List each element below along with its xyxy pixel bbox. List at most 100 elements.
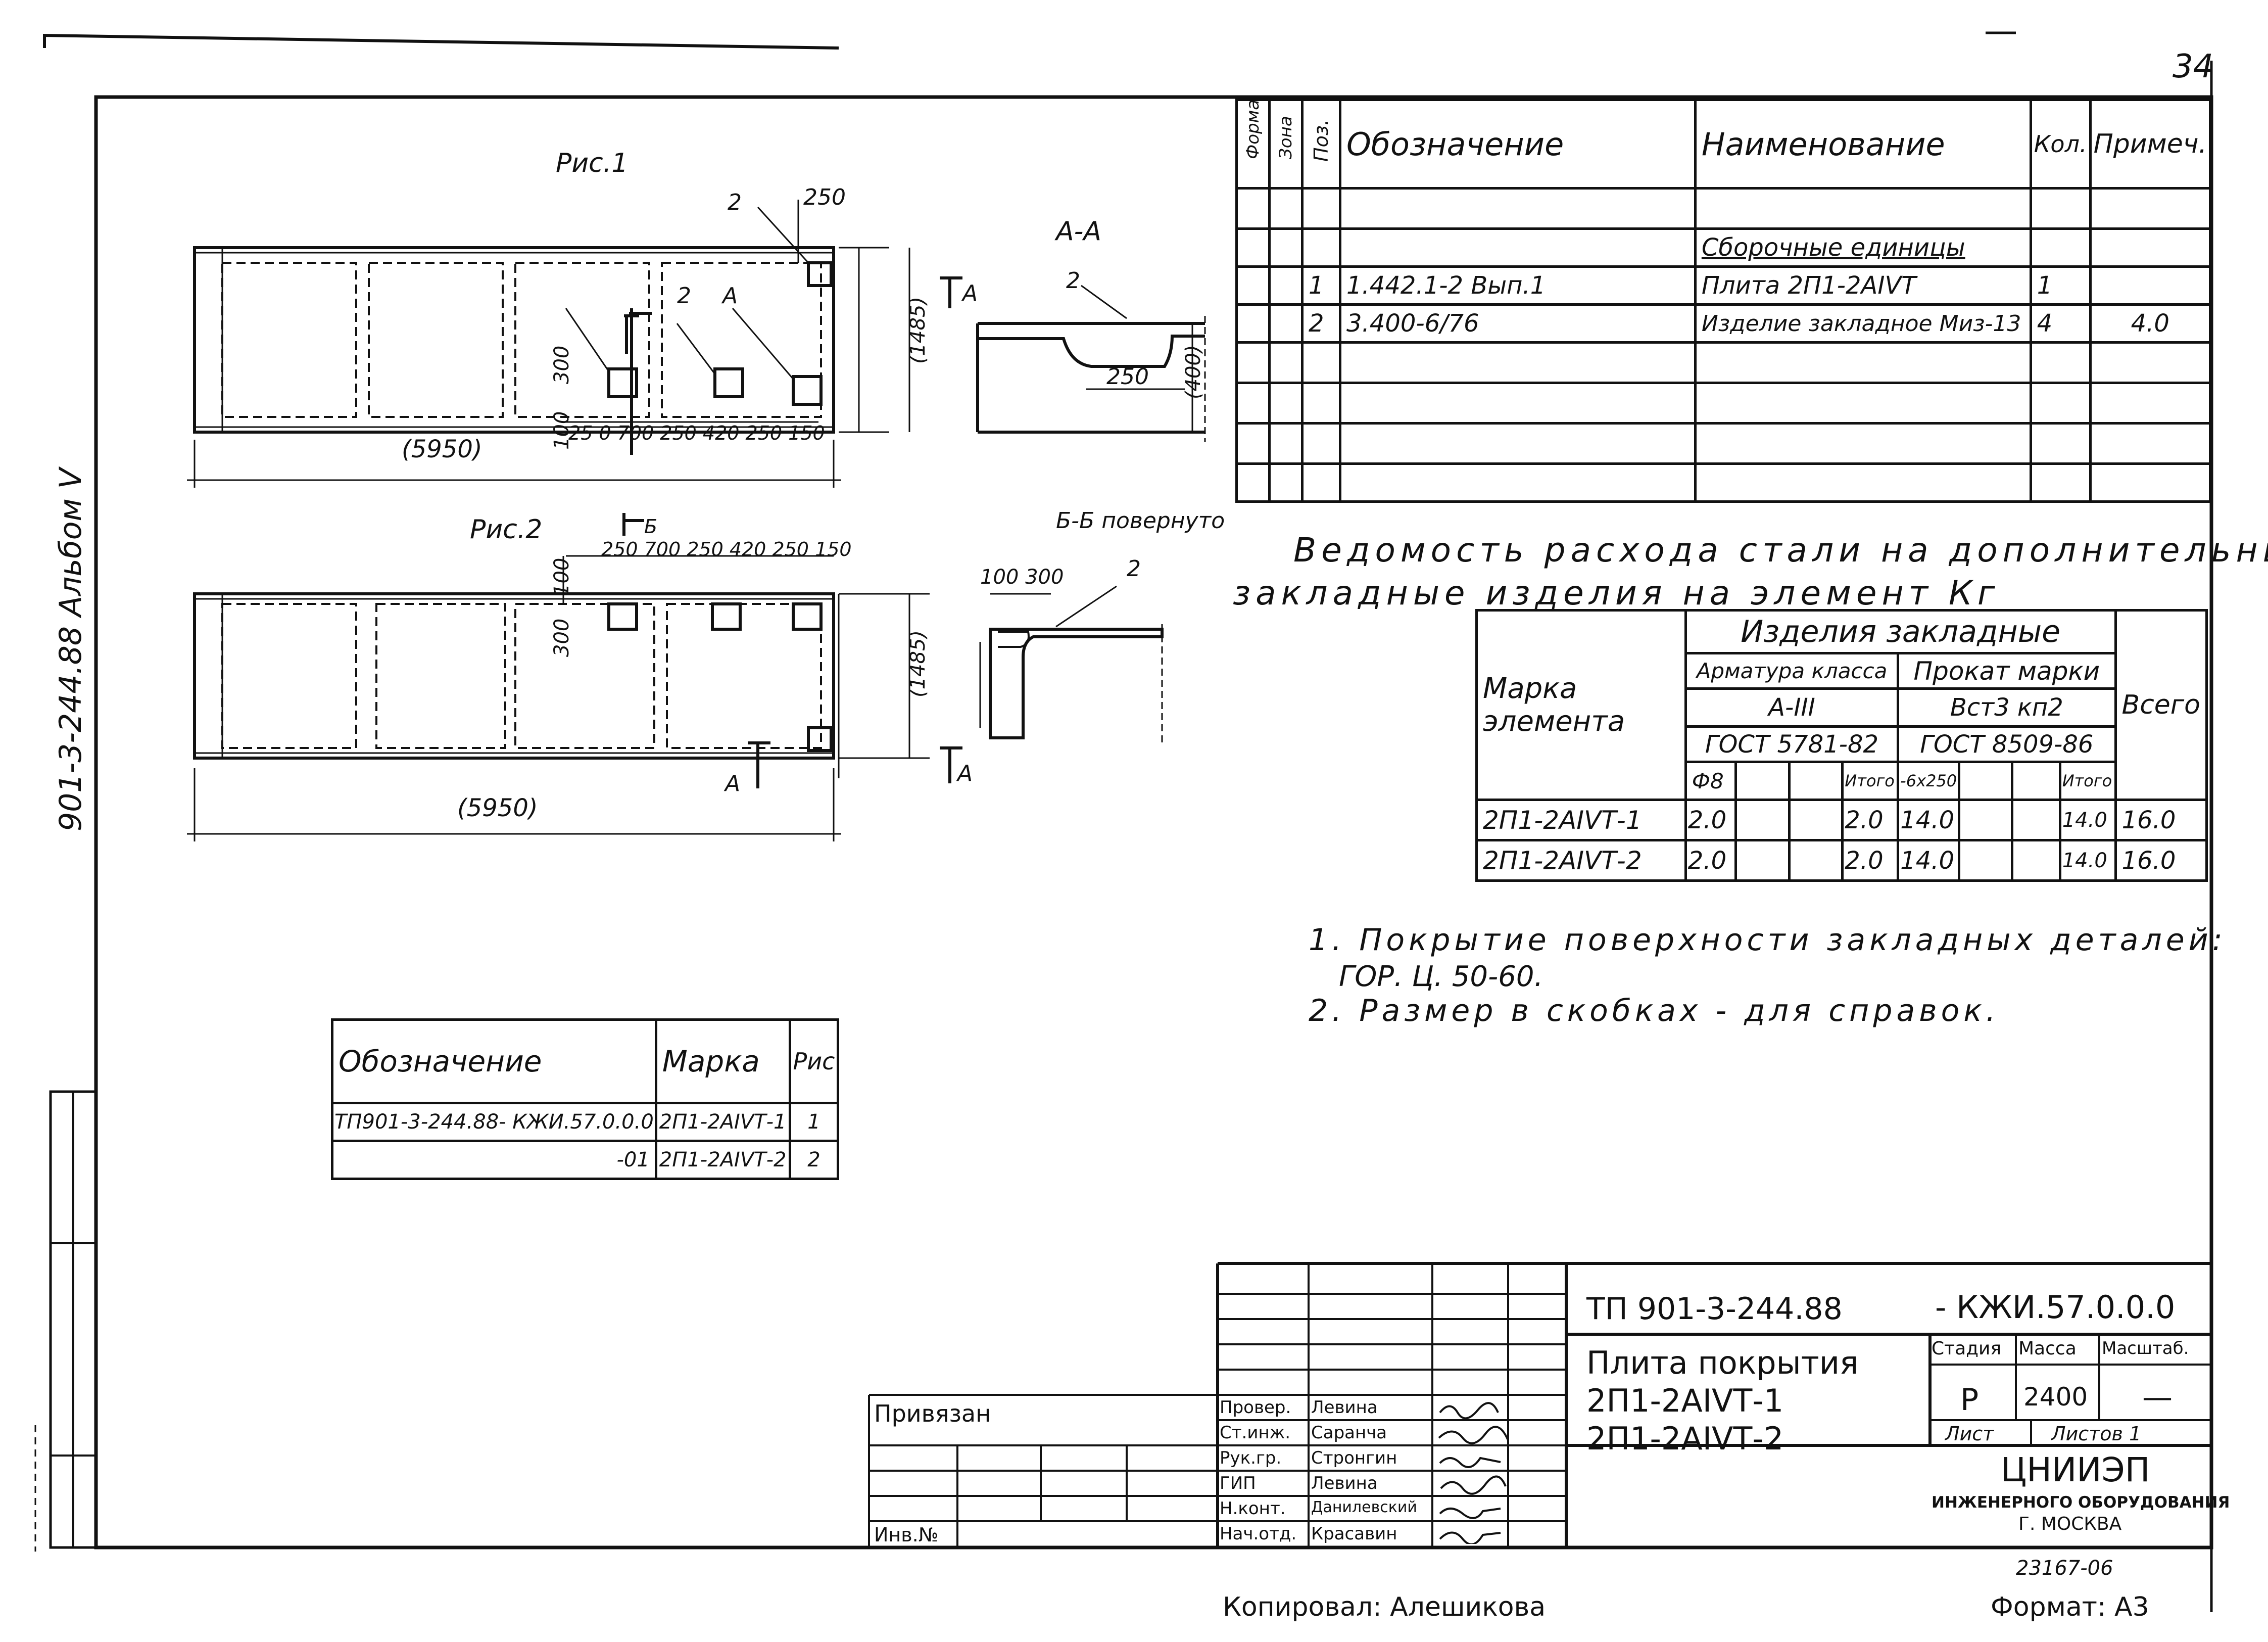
marks-mark: 2П1-2АIVТ-2 (654, 1140, 791, 1180)
spec-header-qty: Кол. (2029, 99, 2092, 190)
spec-header-note: Примеч. (2089, 99, 2212, 190)
note-1: 1. Покрытие поверхности закладных детале… (1309, 922, 2227, 958)
sig-name: Красавин (1311, 1524, 1397, 1544)
steel-phi8: 2.0 (1684, 839, 1738, 882)
table-row: 1 1.442.1-2 Вып.1 Плита 2П1-2АIVТ 1 (1235, 265, 2212, 306)
fig2-dim: 250 700 250 420 250 150 (601, 538, 852, 560)
steel-header-rebar-std: ГОСТ 5781-82 (1684, 725, 1900, 763)
section-bb-dim: 2 (1127, 556, 1141, 582)
sheet-label: Лист (1945, 1423, 1994, 1445)
page-number: 34 (2173, 48, 2214, 85)
fig1-dim-vertical: 300 (550, 346, 573, 384)
spec-note: 4.0 (2089, 303, 2212, 344)
fig2-dim: (5950) (457, 794, 538, 822)
title-name-3: 2П1-2АIVТ-2 (1586, 1420, 1784, 1457)
stage-value: Р (1960, 1382, 1979, 1418)
fig1-dim: 25 0 700 250 420 250 150 (568, 422, 825, 444)
table-row: 2П1-2АIVТ-1 2.0 2.0 14.0 14.0 16.0 (1475, 799, 2208, 841)
spec-header-zone: Зона (1268, 99, 1304, 190)
sig-name: Данилевский (1311, 1498, 1417, 1516)
note-1-cont: ГОР. Ц. 50-60. (1339, 960, 1543, 993)
section-bb-dim: 100 300 (980, 566, 1064, 589)
spec-header-name: Наименование (1694, 99, 2032, 190)
scale-value: — (2142, 1380, 2173, 1415)
table-row: 2П1-2АIVТ-2 2.0 2.0 14.0 14.0 16.0 (1475, 839, 2208, 882)
steel-header-size: -6x250 (1897, 761, 1961, 801)
spec-pos: 1 (1301, 265, 1341, 306)
sig-role: Провер. (1220, 1397, 1291, 1418)
steel-title-1: Ведомость расхода стали на дополнительны… (1293, 531, 2268, 570)
steel-header-rolled-std: ГОСТ 8509-86 (1897, 725, 2117, 763)
fig1-dim-vertical: (1485) (906, 297, 930, 364)
fig2-label: A (723, 771, 740, 796)
steel-title-2: закладные изделия на элемент Кг (1233, 574, 2000, 613)
spec-header-designation: Обозначение (1339, 99, 1697, 190)
spec-header-format: Формат (1235, 99, 1271, 190)
spec-qty: 1 (2029, 265, 2092, 306)
section-bb-title: Б-Б повернуто (1056, 508, 1225, 534)
spec-pos: 2 (1301, 303, 1341, 344)
steel-header-itogo: Итого (1841, 761, 1900, 801)
steel-header-rebar-class: А-III (1684, 687, 1900, 728)
section-aa-dim: 250 (1106, 364, 1149, 390)
steel-mark: 2П1-2АIVТ-2 (1475, 839, 1687, 882)
title-name-2: 2П1-2АIVТ-1 (1586, 1382, 1784, 1419)
table-row: -01 2П1-2АIVТ-2 2 (331, 1140, 840, 1180)
steel-table: Марка элемента Изделия закладные Всего А… (1475, 609, 2208, 882)
format-label: Формат: А3 (1991, 1592, 2149, 1622)
section-aa-title: А-А (1054, 216, 1101, 247)
signature-scribbles (1438, 1402, 1509, 1544)
steel-header-itogo: Итого (2058, 761, 2117, 801)
mass-label: Масса (2018, 1338, 2077, 1359)
marks-designation: -01 (331, 1140, 657, 1180)
inv-label: Инв.№ (874, 1524, 939, 1546)
fig1-dim-vertical: 100 (550, 411, 573, 450)
sheets-label: Листов 1 (2051, 1423, 2142, 1445)
steel-itogo2: 14.0 (2058, 799, 2117, 841)
sig-role: Н.конт. (1220, 1498, 1286, 1519)
section-aa-dim: 2 (1066, 268, 1080, 294)
steel-header-rebar: Арматура класса (1684, 652, 1900, 690)
steel-phi8: 2.0 (1684, 799, 1738, 841)
spec-header-pos: Поз. (1301, 99, 1341, 190)
steel-header-mark: Марка элемента (1475, 609, 1687, 801)
steel-rolled: 14.0 (1897, 839, 1961, 882)
note-2: 2. Размер в скобках - для справок. (1309, 993, 2000, 1028)
fig2-label: A (956, 761, 973, 786)
sig-name: Левина (1311, 1397, 1378, 1418)
stage-label: Стадия (1932, 1338, 2002, 1359)
marks-fig: 2 (788, 1140, 840, 1180)
fig2-title: Рис.2 (470, 514, 542, 545)
steel-header-rolled: Прокат марки (1897, 652, 2117, 690)
fig1-label: A (721, 283, 738, 309)
order-number: 23167-06 (2016, 1557, 2113, 1580)
sig-role: Ст.инж. (1220, 1423, 1291, 1443)
steel-itogo2: 14.0 (2058, 839, 2117, 882)
steel-total: 16.0 (2114, 799, 2208, 841)
steel-itogo1: 2.0 (1841, 799, 1900, 841)
bound-label: Привязан (874, 1400, 991, 1427)
fig1-dim: 2 (677, 283, 691, 309)
steel-header-rolled-grade: Вст3 кп2 (1897, 687, 2117, 728)
marks-table: Обозначение Марка Рис ТП901-3-244.88- КЖ… (331, 1018, 840, 1180)
sig-role: Нач.отд. (1220, 1524, 1297, 1544)
steel-header-group: Изделия закладные (1684, 609, 2117, 654)
steel-header-phi8: Ф8 (1684, 761, 1738, 801)
copied-by: Копировал: Алешикова (1223, 1592, 1546, 1622)
title-name-1: Плита покрытия (1586, 1344, 1859, 1381)
spec-designation: 1.442.1-2 Вып.1 (1339, 265, 1697, 306)
steel-rolled: 14.0 (1897, 799, 1961, 841)
sig-name: Левина (1311, 1473, 1378, 1493)
fig1-title: Рис.1 (556, 148, 628, 178)
org-subtitle: ИНЖЕНЕРНОГО ОБОРУДОВАНИЯ (1932, 1493, 2230, 1512)
spec-name: Плита 2П1-2АIVТ (1694, 265, 2032, 306)
sig-role: ГИП (1220, 1473, 1256, 1493)
marks-header-fig: Рис (788, 1018, 840, 1104)
fig2-dim-vertical: 300 (550, 619, 573, 657)
section-aa-dim-vertical: (400) (1182, 345, 1205, 399)
fig2-dim-vertical: 100 (550, 558, 573, 596)
marks-mark: 2П1-2АIVТ-1 (654, 1102, 791, 1142)
